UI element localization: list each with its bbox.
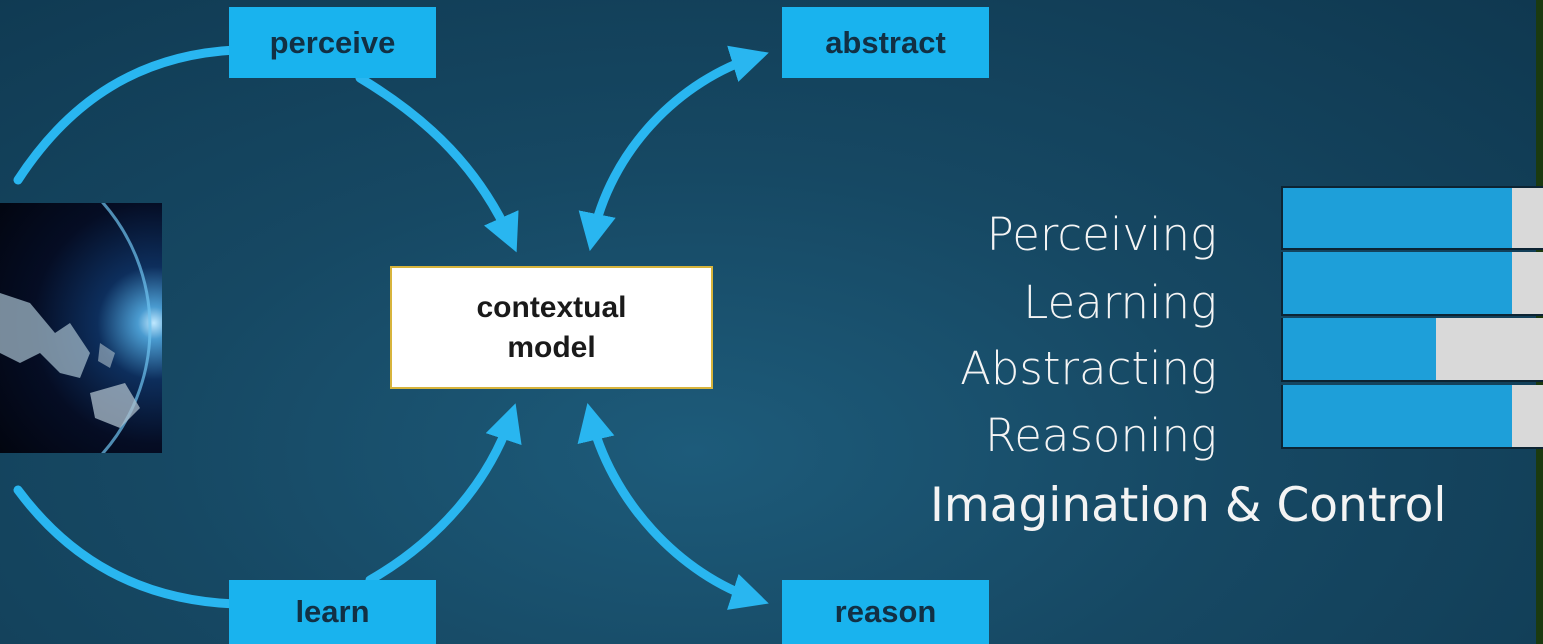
imagination-control-text: Imagination & Control (930, 478, 1447, 533)
perceive-label: perceive (229, 7, 436, 78)
ability-bar-perceiving (1281, 186, 1543, 250)
ability-bar-fill (1281, 252, 1512, 314)
arrow-perceive-to-model (355, 73, 519, 253)
ability-bar-abstracting (1281, 318, 1543, 382)
contextual-model-line1: contextual (476, 290, 627, 324)
ability-label-reasoning: Reasoning (984, 409, 1217, 462)
arrow-model-reason (577, 402, 769, 610)
ability-bar-fill (1281, 385, 1512, 447)
learn-label: learn (229, 580, 436, 644)
arrow-learn-to-model (365, 403, 522, 585)
ability-label-abstracting: Abstracting (960, 342, 1217, 395)
contextual-model-box: contextual model (390, 266, 713, 389)
ability-label-perceiving: Perceiving (986, 208, 1217, 261)
abstract-label: abstract (782, 7, 989, 78)
ability-bar-fill (1281, 318, 1436, 380)
contextual-model-line2: model (507, 330, 596, 364)
arrow-model-abstract (578, 45, 769, 252)
ability-bar-learning (1281, 252, 1543, 316)
arrow-world-to-learn (13, 485, 240, 609)
reason-label: reason (782, 580, 989, 644)
ability-bar-reasoning (1281, 385, 1543, 449)
ability-bar-fill (1281, 188, 1512, 248)
arrow-world-to-perceive (13, 45, 240, 185)
ability-label-learning: Learning (1023, 276, 1217, 329)
earth-globe-image (0, 203, 162, 453)
